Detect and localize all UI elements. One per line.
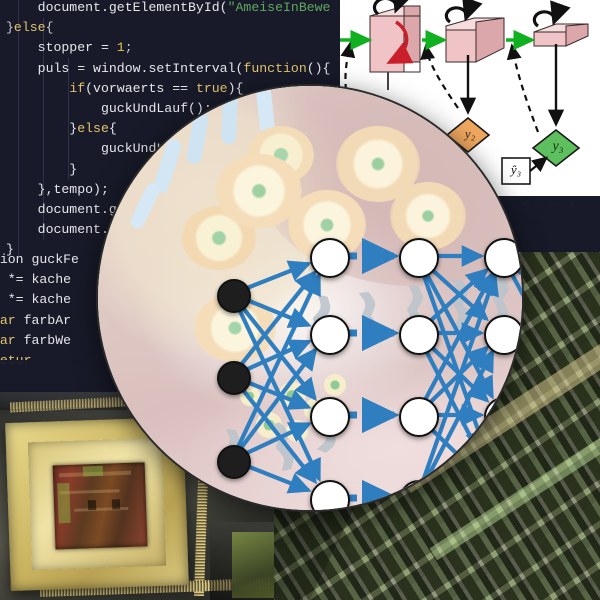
nn-node-hidden-layer-1-3 <box>310 397 350 437</box>
rnn-cell-1 <box>369 5 421 90</box>
nn-node-hidden-layer-1-1 <box>310 238 350 278</box>
nn-node-hidden-layer-2-3 <box>399 397 439 437</box>
code-block-bottom: ction guckFe x *= kache y *= kache var f… <box>0 252 79 368</box>
nn-node-input-layer-1 <box>217 279 251 313</box>
nn-node-hidden-layer-2-4 <box>399 480 439 510</box>
nn-node-hidden-layer-1-2 <box>310 315 350 355</box>
nn-node-hidden-layer-3-1 <box>484 238 522 278</box>
nn-node-hidden-layer-2-2 <box>399 315 439 355</box>
indent-guide <box>68 58 69 180</box>
nn-node-hidden-layer-3-3 <box>484 397 522 437</box>
neural-network-edges <box>236 237 522 510</box>
cell-1-internal-arrow <box>386 20 414 64</box>
nn-node-hidden-layer-3-2 <box>484 315 522 355</box>
bio-cell <box>390 182 466 250</box>
bio-cell <box>216 154 302 228</box>
indent-guide <box>18 0 19 258</box>
nn-node-hidden-layer-3-4 <box>484 480 522 510</box>
dashed-edges <box>346 237 400 510</box>
nn-node-input-layer-2 <box>217 361 251 395</box>
recurrent-loop-2 <box>444 0 483 24</box>
nn-node-hidden-layer-1-4 <box>310 480 350 510</box>
neural-network-circle <box>96 84 524 512</box>
label-y3: y₃ <box>552 139 564 154</box>
rnn-cell-3 <box>533 23 589 127</box>
recurrent-loop-1 <box>372 0 413 16</box>
nn-node-hidden-layer-2-1 <box>399 238 439 278</box>
feedback-arrow-0 <box>340 41 356 91</box>
bio-cell-small <box>324 374 346 396</box>
nn-node-input-layer-3 <box>217 445 251 479</box>
feedback-arrow-2 <box>506 43 540 133</box>
recurrent-loop-3 <box>532 0 571 28</box>
indent-guide <box>43 18 44 240</box>
